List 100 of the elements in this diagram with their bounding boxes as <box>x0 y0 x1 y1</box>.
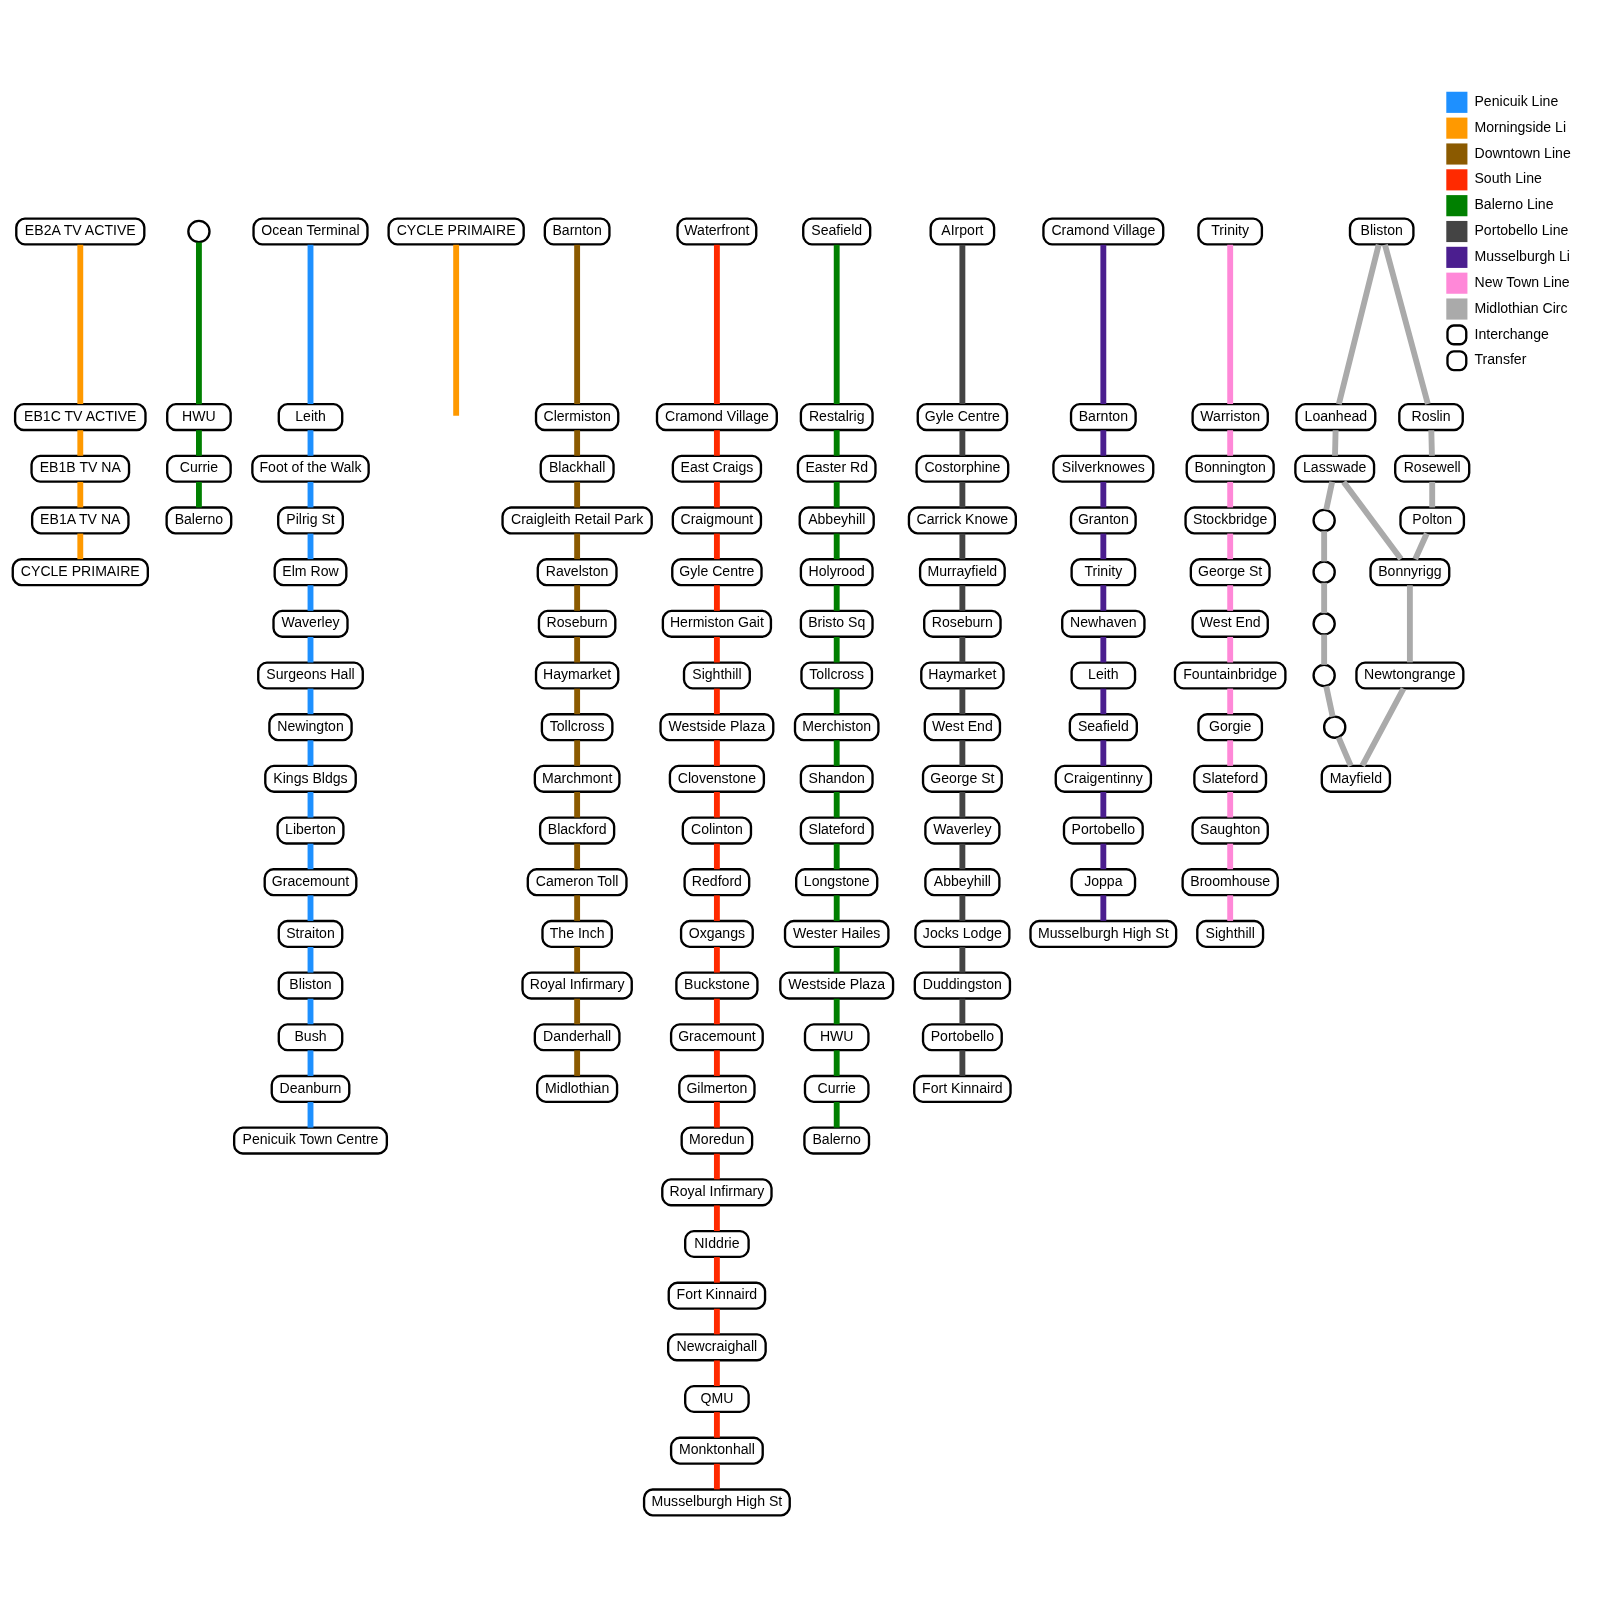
connector <box>1332 430 1339 456</box>
connector <box>307 430 314 456</box>
legend-label: Interchange <box>1474 325 1549 342</box>
node-box: Colinton <box>681 816 753 845</box>
node-box: Tollcross <box>540 713 614 742</box>
node-box: Craigmount <box>671 506 763 535</box>
node-circle <box>1322 715 1347 739</box>
connector <box>196 430 202 456</box>
legend-label: Midlothian Circ <box>1474 299 1568 316</box>
node-box: Jocks Lodge <box>914 919 1011 948</box>
connector <box>1100 792 1107 818</box>
connector <box>1227 895 1234 921</box>
connector <box>959 998 966 1025</box>
connector <box>1100 585 1107 611</box>
connector <box>1227 585 1234 611</box>
node-box: Ravelston <box>536 558 618 587</box>
connector <box>307 998 314 1025</box>
node-box: Deanburn <box>270 1074 351 1104</box>
node-box: Surgeons Hall <box>257 661 364 690</box>
connector <box>1321 531 1328 562</box>
node-box: Merchiston <box>793 713 880 742</box>
legend-label: Portobello Line <box>1474 222 1569 239</box>
node-box: The Inch <box>541 919 613 948</box>
connector <box>1100 244 1107 405</box>
connector <box>833 636 840 663</box>
node-box: Roslin <box>1398 403 1464 432</box>
node-box: Bliston <box>1348 217 1415 246</box>
connector <box>1359 687 1407 768</box>
connector <box>574 998 581 1025</box>
connector <box>713 792 720 818</box>
node-box: Saughton <box>1191 816 1269 845</box>
node-box: Waterfront <box>676 217 758 246</box>
node-box: Easter Rd <box>796 454 877 483</box>
connector <box>713 1050 720 1076</box>
connector <box>307 636 314 663</box>
node-box: Bristo Sq <box>799 609 874 638</box>
node-box: Restalrig <box>799 403 874 432</box>
connector <box>307 947 314 973</box>
node-box: Gyle Centre <box>916 403 1009 432</box>
node-box: Costorphine <box>915 454 1010 483</box>
connector <box>574 895 581 921</box>
node-box: Fort Kinnaird <box>667 1281 767 1310</box>
connector <box>833 585 840 611</box>
connector <box>1335 736 1354 768</box>
legend-label: Musselburgh Li <box>1474 248 1570 264</box>
node-box: Blackford <box>538 816 616 845</box>
connector <box>959 1050 966 1076</box>
connector <box>307 843 314 870</box>
connector <box>713 1463 720 1490</box>
connector <box>307 585 314 611</box>
node-box: Westside Plaza <box>659 713 775 742</box>
node-box: Longstone <box>795 868 879 897</box>
connector <box>307 533 314 560</box>
connector <box>833 740 840 766</box>
connector <box>77 244 84 405</box>
connector <box>833 244 840 405</box>
connector <box>574 244 581 405</box>
node-box: Leith <box>277 403 344 432</box>
node-box: Slateford <box>799 816 874 845</box>
node-box: NIddrie <box>684 1229 750 1259</box>
connector <box>713 1153 720 1180</box>
connector <box>713 1257 720 1283</box>
node-box: Wester Hailes <box>783 919 890 948</box>
connector <box>959 947 966 973</box>
connector <box>1323 685 1336 718</box>
node-box: Mayfield <box>1320 764 1392 793</box>
node-box: CYCLE PRIMAIRE <box>387 217 525 246</box>
node-box: Balerno <box>165 506 233 535</box>
node-box: Holyrood <box>799 558 874 587</box>
legend-label: South Line <box>1474 170 1542 187</box>
node-box: Clovenstone <box>668 764 766 793</box>
connector <box>1406 585 1413 663</box>
connector <box>574 430 581 456</box>
connector <box>713 998 720 1025</box>
node-box: Foot of the Walk <box>251 454 370 483</box>
node-box: Broomhouse <box>1181 868 1279 897</box>
connector <box>713 244 720 405</box>
node-box: QMU <box>684 1384 750 1414</box>
connector <box>713 636 720 663</box>
node-box: Silverknowes <box>1052 454 1155 483</box>
connector <box>833 792 840 818</box>
connector <box>713 1412 720 1438</box>
node-box: Royal Infirmary <box>521 971 633 1000</box>
node-box: Moredun <box>680 1126 754 1155</box>
connector <box>307 740 314 766</box>
node-box: George St <box>921 764 1003 793</box>
node-box: Royal Infirmary <box>661 1178 773 1207</box>
node-box: Kings Bldgs <box>264 764 357 793</box>
node-box: Bonnington <box>1185 454 1275 483</box>
node-box: Currie <box>166 454 232 483</box>
connector <box>196 242 202 405</box>
node-box: EB1C TV ACTIVE <box>13 403 147 432</box>
connector <box>713 740 720 766</box>
connector <box>713 481 720 508</box>
connector <box>574 740 581 766</box>
node-box: Slateford <box>1193 764 1268 793</box>
connector <box>959 895 966 921</box>
node-box: Gracemount <box>669 1023 764 1052</box>
connector <box>574 1050 581 1076</box>
node-box: Clermiston <box>534 403 620 432</box>
